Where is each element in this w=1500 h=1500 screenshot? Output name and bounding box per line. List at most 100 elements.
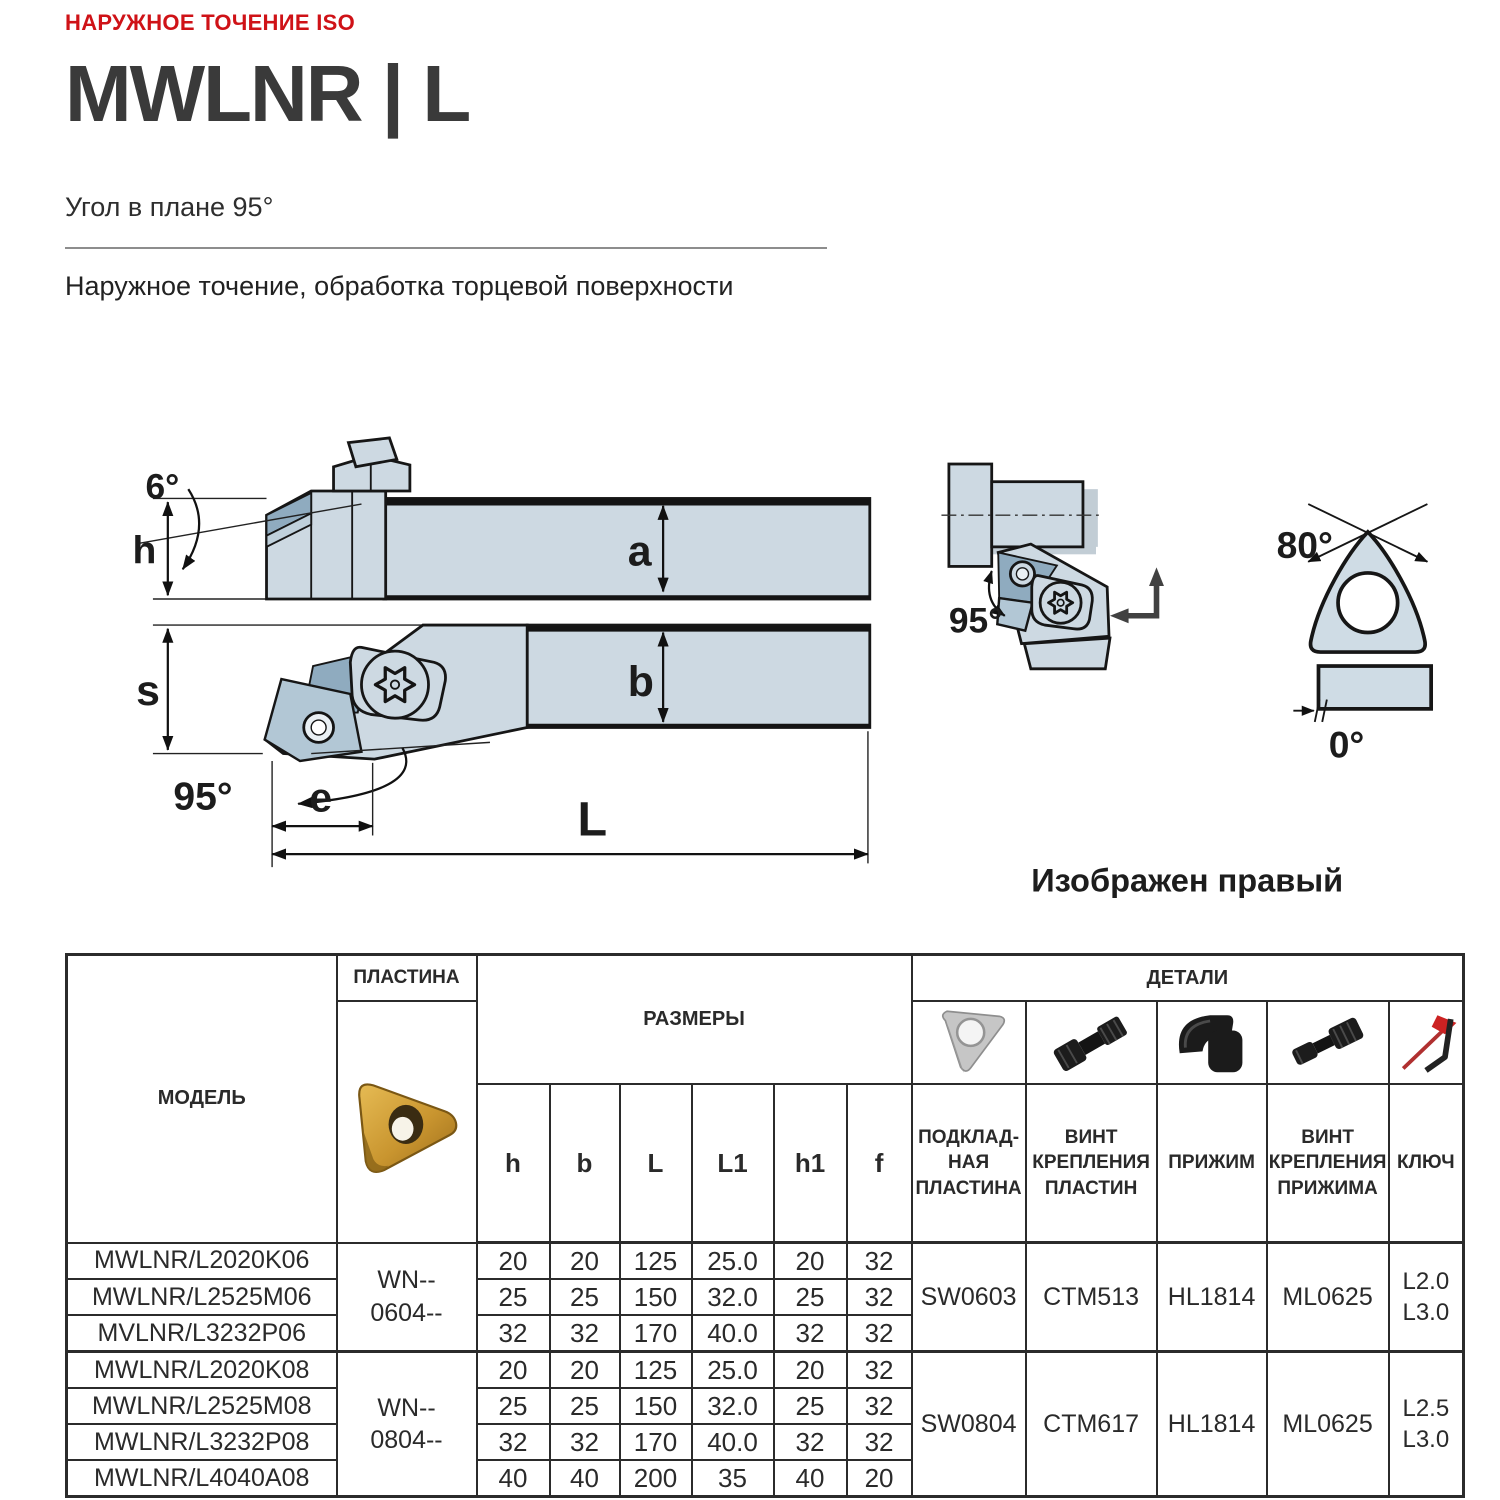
hand-caption: Изображен правый (1032, 862, 1344, 898)
dim-L-label: L (577, 792, 607, 846)
L-cell: 170 (618, 1314, 693, 1353)
hex-key-photo (1387, 1000, 1465, 1085)
shim-plate-photo (910, 1000, 1027, 1085)
L1-cell: 35 (690, 1459, 775, 1498)
b-cell: 25 (548, 1387, 621, 1425)
model-cell: MWLNR/L2020K08 (65, 1350, 338, 1389)
model-cell: MWLNR/L2525M06 (65, 1278, 338, 1316)
L-cell: 170 (618, 1423, 693, 1461)
b-cell: 32 (548, 1314, 621, 1353)
shim-cell: SW0603 (910, 1241, 1027, 1353)
insert-angle-label: 80° (1277, 524, 1333, 566)
h1-cell: 40 (772, 1459, 848, 1498)
shim-cell: SW0804 (910, 1350, 1027, 1498)
L1-cell: 40.0 (690, 1314, 775, 1353)
clamp-screw-top (346, 436, 399, 469)
main-angle-label: 95° (173, 775, 232, 818)
model-cell: MVLNR/L3232P06 (65, 1314, 338, 1353)
h-cell: 20 (475, 1241, 551, 1280)
dim-col-h1: h1 (772, 1083, 848, 1244)
category-label: НАРУЖНОЕ ТОЧЕНИЕ ISO (65, 10, 356, 35)
L1-cell: 25.0 (690, 1241, 775, 1280)
back-angle-label: 6° (145, 467, 179, 506)
page-title: MWLNR | L (65, 49, 471, 138)
model-cell: MWLNR/L2525M08 (65, 1387, 338, 1425)
detail-col-clamp: ПРИЖИМ (1155, 1083, 1268, 1244)
L-cell: 125 (618, 1241, 693, 1280)
clamp-screw-cell: ML0625 (1265, 1350, 1390, 1498)
dim-a-label: a (628, 527, 653, 575)
table-row: MWLNR/L3232P08 32 32 170 40.0 32 32 (65, 1423, 1464, 1461)
dim-col-f: f (845, 1083, 913, 1244)
table-row: MWLNR/L2525M08 25 25 150 32.0 25 32 (65, 1387, 1464, 1425)
f-cell: 32 (845, 1350, 913, 1389)
L1-cell: 32.0 (690, 1387, 775, 1425)
clamp-cell: HL1814 (1155, 1241, 1268, 1353)
h1-cell: 20 (772, 1350, 848, 1389)
clamp-photo (1155, 1000, 1268, 1085)
insert-geometry: 80° 0° (1277, 503, 1434, 765)
b-cell: 32 (548, 1423, 621, 1461)
b-cell: 40 (548, 1459, 621, 1498)
b-cell: 20 (548, 1350, 621, 1389)
f-cell: 32 (845, 1278, 913, 1316)
col-header-insert: ПЛАСТИНА (335, 953, 478, 1002)
clamp-screw-cell: ML0625 (1265, 1241, 1390, 1353)
clamp-screw-photo (1265, 1000, 1390, 1085)
tool-head: 95° (949, 542, 1112, 671)
f-cell: 32 (845, 1387, 913, 1425)
L-cell: 200 (618, 1459, 693, 1498)
table-row: MVLNR/L3232P06 32 32 170 40.0 32 32 (65, 1314, 1464, 1353)
b-cell: 25 (548, 1278, 621, 1316)
detail-col-shim: ПОДКЛАД- НАЯ ПЛАСТИНА (910, 1083, 1027, 1244)
insert-screw-cell: CTM617 (1024, 1350, 1158, 1498)
L1-cell: 25.0 (690, 1350, 775, 1389)
feed-direction-arrow (1110, 567, 1165, 624)
col-header-dimensions: РАЗМЕРЫ (475, 953, 913, 1085)
dim-col-b: b (548, 1083, 621, 1244)
L1-cell: 32.0 (690, 1278, 775, 1316)
catalog-page: НАРУЖНОЕ ТОЧЕНИЕ ISO MWLNR | L Угол в пл… (65, 10, 1466, 1498)
h-cell: 25 (475, 1387, 551, 1425)
L-cell: 150 (618, 1278, 693, 1316)
h1-cell: 20 (772, 1241, 848, 1280)
torx-screw-icon (373, 666, 417, 704)
table-row: MWLNR/L2020K06 WN-- 0604-- 20 20 125 25.… (65, 1241, 1465, 1353)
dim-col-L1: L1 (690, 1083, 775, 1244)
side-view: 6° h a (132, 436, 872, 601)
divider-line (65, 247, 827, 249)
main-angle-label: 95° (949, 602, 1002, 641)
application-drawing: 95° 80° 0° Изображен правый (941, 462, 1434, 898)
col-header-details: ДЕТАЛИ (910, 953, 1465, 1002)
insert-screw-photo (1024, 1000, 1158, 1085)
dim-col-h: h (475, 1083, 551, 1244)
spec-table: МОДЕЛЬ ПЛАСТИНА РАЗМЕРЫ ДЕТАЛИ (65, 953, 1466, 1498)
detail-col-key: КЛЮЧ (1387, 1083, 1465, 1244)
torx-screw-icon (1047, 590, 1075, 615)
f-cell: 32 (845, 1423, 913, 1461)
model-cell: MWLNR/L3232P08 (65, 1423, 338, 1461)
detail-col-clamp-screw: ВИНТ КРЕПЛЕНИЯ ПРИЖИМА (1265, 1083, 1390, 1244)
model-cell: MWLNR/L2020K06 (65, 1241, 338, 1280)
dim-h-label: h (132, 530, 156, 573)
dim-col-L: L (618, 1083, 693, 1244)
insert-screw-cell: CTM513 (1024, 1241, 1158, 1353)
L-cell: 150 (618, 1387, 693, 1425)
application-description: Наружное точение, обработка торцевой пов… (65, 271, 734, 301)
b-cell: 20 (548, 1241, 621, 1280)
f-cell: 20 (845, 1459, 913, 1498)
model-cell: MWLNR/L4040A08 (65, 1459, 338, 1498)
h1-cell: 32 (772, 1314, 848, 1353)
h1-cell: 25 (772, 1387, 848, 1425)
plan-view: s b 95° e L (136, 623, 872, 868)
L1-cell: 40.0 (690, 1423, 775, 1461)
L-cell: 125 (618, 1350, 693, 1389)
table-row: MWLNR/L4040A08 40 40 200 35 40 20 (65, 1459, 1464, 1498)
dim-b-label: b (628, 658, 654, 706)
gold-insert-photo (335, 1000, 478, 1244)
h-cell: 40 (475, 1459, 551, 1498)
tool-holder-drawing: 6° h a (132, 436, 872, 868)
insert-code-cell: WN-- 0804-- (335, 1350, 478, 1498)
h-cell: 32 (475, 1314, 551, 1353)
clearance-angle-label: 0° (1329, 723, 1365, 765)
